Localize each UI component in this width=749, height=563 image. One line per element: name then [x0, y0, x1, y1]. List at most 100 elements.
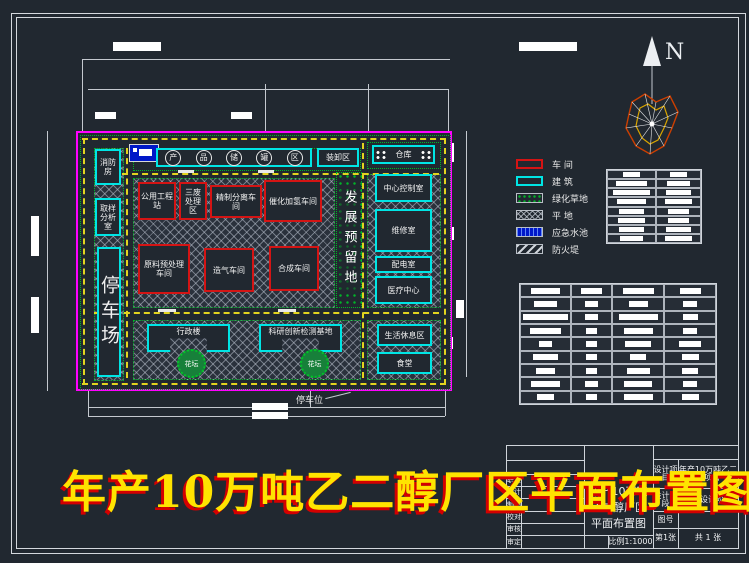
- building-label: 科研创新检测基地: [268, 327, 333, 336]
- living-rest-area: 生活休息区: [377, 324, 432, 346]
- workshop-utility-station: 公用工程站: [138, 182, 176, 220]
- pool-detail: [139, 149, 152, 156]
- table-cell: [570, 310, 613, 324]
- tank-char: 品: [199, 153, 208, 162]
- table-cell: [655, 224, 701, 234]
- north-compass: N: [625, 36, 684, 155]
- legend-label: 绿化草地: [552, 195, 589, 205]
- table-cell: [520, 390, 571, 404]
- stage-label-cell: 设计阶段: [653, 490, 678, 508]
- table-cell: [570, 390, 613, 404]
- dimension-line: [368, 84, 369, 131]
- dimension-text: [519, 42, 577, 51]
- table-cell: [570, 323, 613, 338]
- compass-rays: [625, 93, 679, 155]
- product-tank-area: 产 品 储 罐 区: [156, 148, 312, 167]
- road-centerline: [122, 173, 439, 175]
- legend-swatch-workshop: [516, 159, 543, 169]
- storage-tank: 品: [195, 149, 212, 166]
- lane-marking: [158, 309, 176, 312]
- fire-house-label: 消防房: [100, 158, 116, 176]
- storage-tank: 罐: [256, 149, 273, 166]
- plant-boundary: 产 品 储 罐 区 装卸区 仓库 消防房 取样分析室 停车场 公用工程站 三废处…: [76, 131, 452, 391]
- medical-center: 医疗中心: [375, 276, 432, 304]
- table-cell: [607, 179, 656, 189]
- project-value-cell: 年产10万吨乙二醇项目: [678, 464, 738, 482]
- road-centerline: [94, 312, 439, 314]
- workshop-label: 合成车间: [278, 264, 310, 273]
- dimension-line: [310, 391, 311, 407]
- table-cell: [520, 350, 571, 364]
- sheet-outer-frame: [11, 13, 746, 554]
- building-label: 食堂: [396, 358, 413, 368]
- workshop-label: 催化加氢车间: [269, 196, 317, 206]
- table-cell: [607, 188, 656, 198]
- table-cell: [607, 233, 656, 243]
- role-cell: 职责: [507, 476, 521, 484]
- table-cell: [520, 337, 571, 351]
- compass-rose-outer: [625, 93, 679, 155]
- tank-char: 区: [290, 153, 299, 162]
- tank-dots-icon: [375, 149, 387, 160]
- flower-bed: 花坛: [300, 349, 329, 378]
- drawing-no-label-cell: 图号: [657, 514, 674, 524]
- sheet-cell: 第1张: [654, 533, 677, 542]
- table-cell: [612, 310, 665, 324]
- north-letter: N: [665, 40, 684, 65]
- table-cell: [520, 297, 571, 311]
- table-cell: [612, 390, 665, 404]
- dimension-text: [456, 300, 464, 318]
- table-cell: [664, 284, 716, 298]
- stage-value-cell: 初步设计阶段: [684, 494, 732, 504]
- legend-swatch-building: [516, 176, 543, 186]
- project-label-cell: 设计项目: [653, 464, 678, 482]
- loading-area-label: 装卸区: [326, 153, 350, 162]
- lane-marking: [178, 170, 194, 173]
- table-cell: [612, 363, 665, 378]
- table-cell: [570, 284, 613, 298]
- dimension-line: [88, 89, 448, 90]
- legend-label: 车 间: [552, 161, 573, 171]
- dimension-text: [113, 42, 161, 51]
- road-centerline: [126, 148, 128, 378]
- table-cell: [607, 215, 656, 225]
- total-sheets-cell: 共 1 张: [694, 533, 722, 542]
- table-cell: [664, 297, 716, 311]
- table-cell: [655, 170, 701, 180]
- parking-lot-label: 停车场: [98, 274, 120, 350]
- tank-char: 产: [169, 153, 178, 162]
- table-cell: [655, 206, 701, 216]
- table-cell: [570, 363, 613, 378]
- dimension-line: [466, 131, 467, 377]
- dimension-line: [265, 84, 266, 131]
- table-cell: [612, 323, 665, 338]
- table-cell: [655, 188, 701, 198]
- table-cell: [664, 390, 716, 404]
- fire-house: 消防房: [95, 149, 121, 185]
- role-cell: 制图: [507, 500, 521, 509]
- sampling-analysis-room: 取样分析室: [95, 198, 121, 236]
- dimension-text: [252, 412, 288, 419]
- table-cell: [655, 215, 701, 225]
- table-cell: [664, 363, 716, 378]
- table-cell: [607, 170, 656, 180]
- table-cell: [612, 297, 665, 311]
- table-cell: [612, 337, 665, 351]
- drawing-title-line: 乙二醇厂区: [591, 501, 646, 514]
- dimension-line: [445, 391, 446, 416]
- dimension-text: [31, 216, 39, 256]
- dimension-text: [95, 112, 116, 119]
- main-drawing-title: 年产10万吨乙二醇厂区平面布置图: [62, 467, 749, 518]
- big-data-table: [519, 283, 717, 405]
- table-cell: [520, 284, 571, 298]
- lane-marking: [278, 309, 296, 312]
- building-label: 医疗中心: [387, 285, 420, 295]
- table-cell: [520, 377, 571, 391]
- drawing-title-line: 平面布置图: [591, 517, 646, 530]
- reserved-development-land: 发展预留地: [336, 172, 362, 308]
- dimension-text: [31, 297, 39, 333]
- workshop-label: 精制分离车间: [216, 192, 256, 211]
- flower-bed-label: 花坛: [307, 359, 322, 368]
- road-centerline: [83, 138, 85, 385]
- dimension-line: [82, 59, 450, 60]
